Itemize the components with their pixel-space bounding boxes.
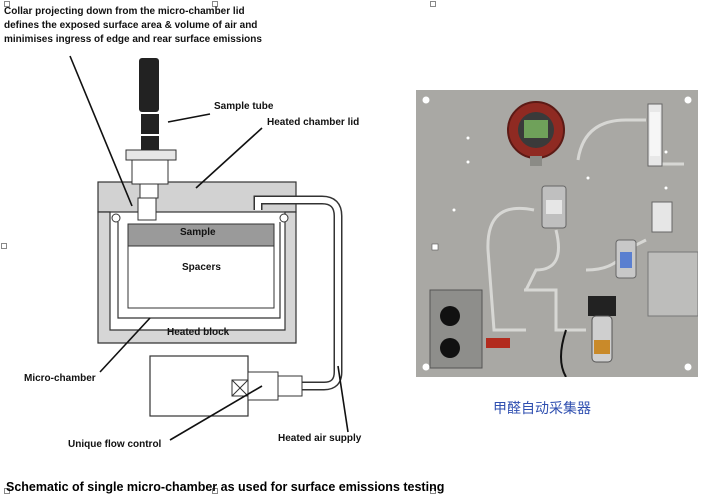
- heated-block-label: Heated block: [167, 327, 230, 338]
- sampler-photo: [416, 90, 698, 377]
- spacers-label: Spacers: [182, 262, 221, 273]
- selection-handle[interactable]: [4, 1, 10, 7]
- heated-block-shape: [97, 211, 297, 344]
- schematic-caption: Schematic of single micro-chamber as use…: [6, 480, 445, 494]
- selection-handle[interactable]: [430, 1, 436, 7]
- heated-air-supply-label: Heated air supply: [278, 433, 362, 444]
- micro-chamber-schematic: Collar projecting down from the micro-ch…: [4, 6, 362, 450]
- sample-tube-label: Sample tube: [214, 101, 274, 112]
- photo-caption: 甲醛自动采集器: [493, 401, 591, 417]
- sample-tube-shape: [139, 58, 159, 112]
- selection-handle[interactable]: [1, 243, 7, 249]
- selection-handle[interactable]: [430, 488, 436, 494]
- collar-note-line3: minimises ingress of edge and rear surfa…: [4, 34, 262, 45]
- spacers-shape: [127, 245, 275, 309]
- collar-note-line1: Collar projecting down from the micro-ch…: [4, 6, 245, 17]
- selection-handle[interactable]: [212, 1, 218, 7]
- unique-flow-control-label: Unique flow control: [68, 439, 162, 450]
- heated-chamber-lid-label: Heated chamber lid: [267, 117, 359, 128]
- selection-handle[interactable]: [4, 488, 10, 494]
- sample-label: Sample: [180, 227, 216, 238]
- collar-note-line2: defines the exposed surface area & volum…: [4, 20, 257, 31]
- micro-chamber-label: Micro-chamber: [24, 373, 96, 384]
- selection-handle[interactable]: [212, 488, 218, 494]
